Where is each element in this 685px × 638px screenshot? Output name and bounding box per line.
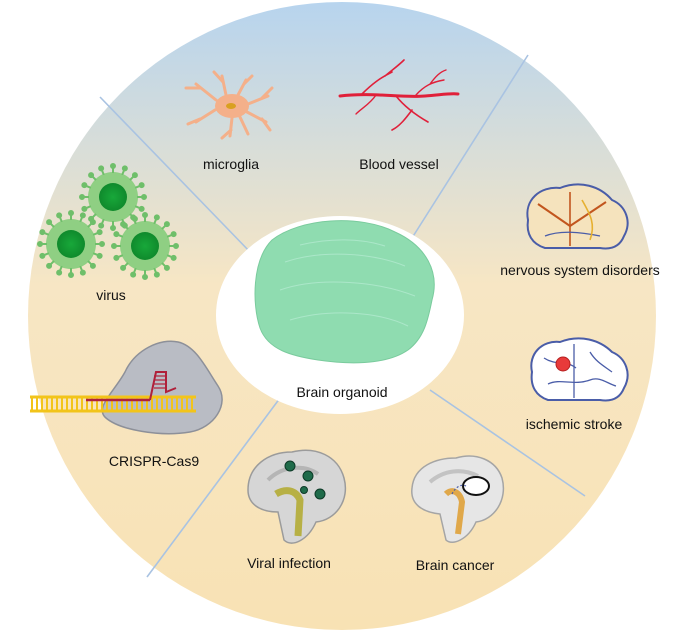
brain-organoid-label: Brain organoid bbox=[296, 384, 388, 400]
divider-bottom-left bbox=[146, 397, 281, 578]
crispr-cas9-icon bbox=[30, 340, 223, 435]
crispr-cas9-label: CRISPR-Cas9 bbox=[108, 453, 200, 469]
brain-cancer-label: Brain cancer bbox=[415, 557, 495, 573]
virus-particles-icon bbox=[37, 163, 179, 280]
virus-label: virus bbox=[96, 287, 126, 303]
brain-regions-icon bbox=[526, 183, 629, 250]
divider-bottom-right bbox=[429, 389, 586, 497]
brain-organoid-icon bbox=[254, 220, 435, 364]
organoid-texture bbox=[279, 239, 416, 327]
ischemic-stroke-label: ischemic stroke bbox=[525, 416, 623, 432]
blood-vessel-icon bbox=[338, 59, 460, 131]
divider-top-left bbox=[99, 96, 253, 255]
divider-top-right bbox=[411, 54, 529, 239]
nervous-system-disorders-label: nervous system disorders bbox=[500, 262, 660, 278]
brain-virus-icon bbox=[247, 449, 347, 544]
brain-tumor-icon bbox=[411, 455, 505, 543]
brain-stroke-icon bbox=[530, 337, 629, 402]
viral-infection-label: Viral infection bbox=[247, 555, 331, 571]
microglia-cell-icon bbox=[184, 70, 274, 140]
microglia-label: microglia bbox=[202, 156, 260, 172]
blood-vessel-label: Blood vessel bbox=[359, 156, 439, 172]
segment-dividers bbox=[99, 54, 586, 578]
